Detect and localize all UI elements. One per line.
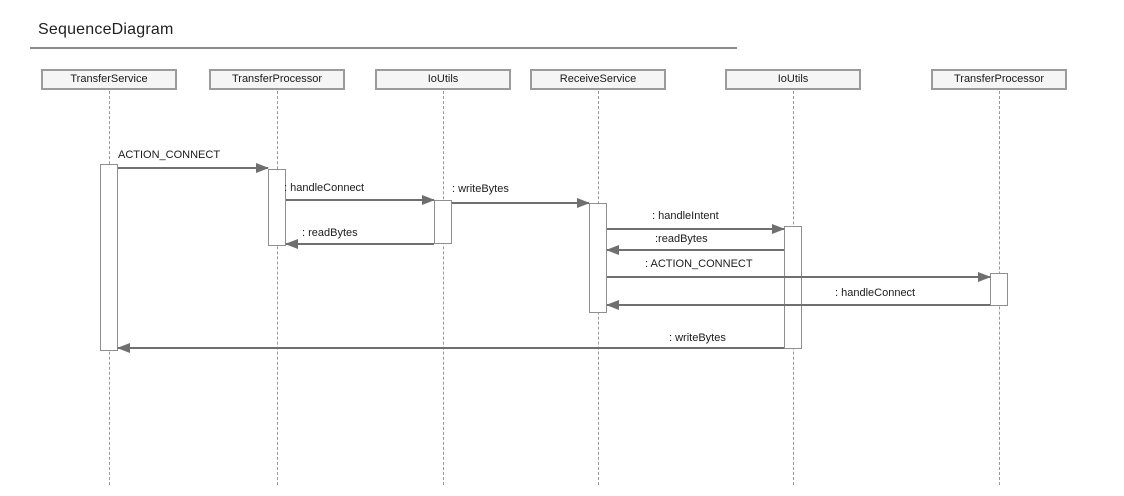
participant-receiveservice: ReceiveService — [530, 69, 666, 90]
message-label-readbytes-2: :readBytes — [655, 233, 708, 245]
message-arrow-handleintent — [607, 224, 785, 234]
message-arrow-action-connect — [118, 163, 269, 173]
activation-ioutils — [434, 200, 452, 244]
lifeline-ioutils — [443, 86, 444, 485]
activation-transferprocessor-2 — [990, 273, 1008, 306]
participant-label: IoUtils — [777, 73, 809, 85]
activation-transferprocessor — [268, 169, 286, 246]
activation-receiveservice — [589, 203, 607, 313]
message-arrow-handleconnect — [286, 195, 435, 205]
participant-transferprocessor: TransferProcessor — [209, 69, 345, 90]
arrowhead-right-icon — [772, 224, 785, 234]
message-arrow-writebytes — [452, 198, 590, 208]
message-arrow-writebytes-2 — [117, 343, 784, 353]
participant-ioutils-2: IoUtils — [725, 69, 861, 90]
arrowhead-right-icon — [422, 195, 435, 205]
arrowhead-left-icon — [285, 239, 298, 249]
arrowhead-left-icon — [117, 343, 130, 353]
message-label-action-connect: ACTION_CONNECT — [118, 149, 221, 161]
arrowhead-left-icon — [606, 245, 619, 255]
participant-transferprocessor-2: TransferProcessor — [931, 69, 1067, 90]
message-arrow-handleconnect-2 — [606, 300, 990, 310]
diagram-title: SequenceDiagram — [38, 21, 174, 38]
arrowhead-right-icon — [577, 198, 590, 208]
arrowhead-right-icon — [978, 272, 991, 282]
participant-label: TransferProcessor — [231, 73, 323, 85]
arrowhead-left-icon — [606, 300, 619, 310]
message-arrow-readbytes — [285, 239, 434, 249]
activation-transferservice — [100, 164, 118, 351]
message-label-writebytes: : writeBytes — [452, 183, 509, 195]
message-label-action-connect-2: : ACTION_CONNECT — [645, 258, 753, 270]
message-label-handleintent: : handleIntent — [652, 210, 719, 222]
message-label-writebytes-2: : writeBytes — [669, 332, 726, 344]
message-arrow-action-connect-2 — [607, 272, 991, 282]
participant-label: ReceiveService — [559, 73, 637, 85]
participant-label: TransferProcessor — [953, 73, 1045, 85]
activation-ioutils-2 — [784, 226, 802, 349]
participant-ioutils: IoUtils — [375, 69, 511, 90]
lifeline-transferprocessor — [277, 86, 278, 485]
participant-transferservice: TransferService — [41, 69, 177, 90]
message-label-handleconnect-2: : handleConnect — [835, 287, 916, 299]
arrowhead-right-icon — [256, 163, 269, 173]
participant-label: IoUtils — [427, 73, 459, 85]
title-underline — [30, 47, 737, 49]
message-label-handleconnect: : handleConnect — [284, 182, 365, 194]
message-arrow-readbytes-2 — [606, 245, 784, 255]
message-label-readbytes: : readBytes — [302, 227, 358, 239]
participant-label: TransferService — [70, 73, 148, 85]
